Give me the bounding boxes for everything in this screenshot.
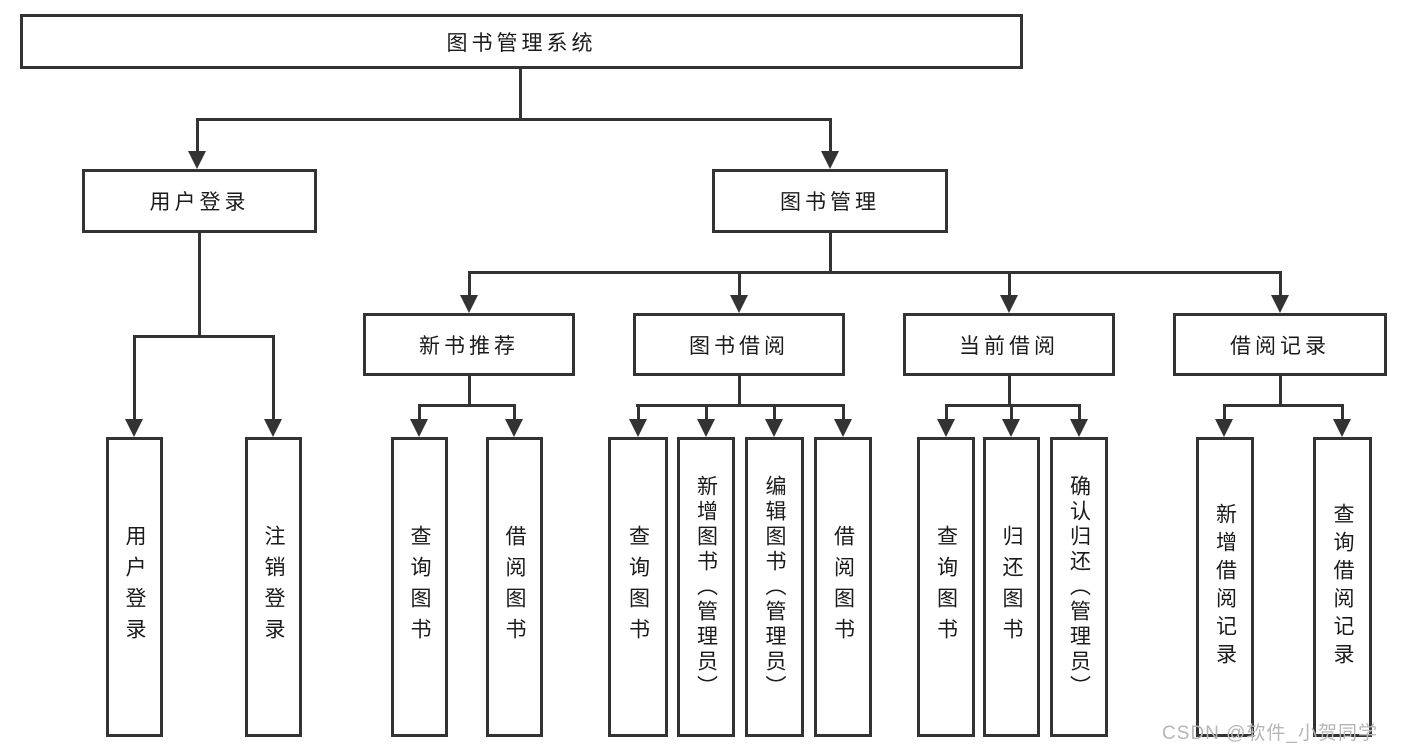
leaf-add-borrow-record: 新增借阅记录 — [1196, 437, 1254, 737]
leaf-user-login: 用户登录 — [106, 437, 163, 737]
arrowhead-book-borrow-icon — [730, 295, 748, 313]
csdn-watermark: CSDN @软件_小贺同学 — [1162, 723, 1378, 744]
node-user-login: 用户登录 — [82, 169, 317, 233]
arrowhead-query-borrow-record-icon — [1333, 419, 1351, 437]
connector-leaf — [705, 404, 708, 422]
arrowhead-borrow-book-recommend-icon — [505, 419, 523, 437]
connector-new-book-recommend-stem — [468, 376, 471, 407]
node-user-login-label: 用户登录 — [149, 191, 250, 214]
leaf-add-book-admin: 新增图书（管理员） — [677, 437, 735, 737]
arrowhead-book-management-icon — [821, 151, 839, 169]
connector-leaf — [513, 404, 516, 422]
leaf-return-book-label: 归还图书 — [1000, 525, 1023, 649]
connector-user-login-rail — [133, 335, 275, 338]
connector-root-stem — [519, 68, 522, 120]
node-new-book-recommend: 新书推荐 — [363, 313, 575, 376]
arrowhead-edit-book-admin-icon — [765, 419, 783, 437]
connector-book-borrow-stem — [738, 376, 741, 407]
connector-to-borrow-records — [1279, 271, 1282, 297]
arrowhead-current-borrow-icon — [1000, 295, 1018, 313]
connector-new-book-recommend-rail — [418, 404, 516, 407]
leaf-query-book-recommend-label: 查询图书 — [408, 525, 431, 649]
leaf-user-login-label: 用户登录 — [123, 525, 146, 649]
connector-to-book-management — [829, 118, 832, 154]
connector-book-management-stem — [829, 233, 832, 274]
node-borrow-records-label: 借阅记录 — [1230, 334, 1330, 358]
leaf-borrow-book-borrow: 借阅图书 — [814, 437, 872, 737]
leaf-query-book-borrow-label: 查询图书 — [626, 525, 650, 649]
connector-to-logout-leaf — [272, 335, 275, 421]
arrowhead-query-book-recommend-icon — [410, 419, 428, 437]
arrowhead-return-book-icon — [1002, 419, 1020, 437]
connector-to-new-book-recommend — [468, 271, 471, 297]
connector-to-user-login — [196, 118, 199, 154]
arrowhead-confirm-return-admin-icon — [1070, 419, 1088, 437]
connector-leaf — [1341, 404, 1344, 422]
connector-level2-rail — [196, 118, 831, 121]
connector-to-user-login-leaf — [133, 335, 136, 421]
connector-borrow-records-stem — [1279, 376, 1282, 407]
arrowhead-add-borrow-record-icon — [1215, 419, 1233, 437]
leaf-borrow-book-recommend-label: 借阅图书 — [503, 525, 526, 649]
leaf-query-book-current-label: 查询图书 — [934, 525, 958, 649]
connector-user-login-stem — [198, 233, 201, 337]
connector-leaf — [945, 404, 948, 422]
leaf-query-borrow-record-label: 查询借阅记录 — [1331, 503, 1354, 671]
node-book-borrow: 图书借阅 — [633, 313, 845, 376]
arrowhead-logout-leaf-icon — [264, 419, 282, 437]
leaf-query-borrow-record: 查询借阅记录 — [1313, 437, 1372, 737]
leaf-confirm-return-admin-label: 确认归还（管理员） — [1067, 474, 1091, 700]
node-book-borrow-label: 图书借阅 — [689, 334, 789, 358]
connector-leaf — [1010, 404, 1013, 422]
leaf-logout-label: 注销登录 — [262, 525, 285, 649]
arrowhead-new-book-recommend-icon — [460, 295, 478, 313]
leaf-confirm-return-admin: 确认归还（管理员） — [1050, 437, 1108, 737]
leaf-query-book-borrow: 查询图书 — [608, 437, 668, 737]
node-new-book-recommend-label: 新书推荐 — [419, 334, 519, 358]
connector-leaf — [637, 404, 640, 422]
connector-leaf — [842, 404, 845, 422]
node-root: 图书管理系统 — [20, 14, 1023, 69]
arrowhead-add-book-admin-icon — [697, 419, 715, 437]
arrowhead-user-login-icon — [188, 151, 206, 169]
node-book-management: 图书管理 — [712, 169, 948, 233]
leaf-edit-book-admin-label: 编辑图书（管理员） — [763, 474, 786, 700]
node-borrow-records: 借阅记录 — [1173, 313, 1387, 376]
node-root-label: 图书管理系统 — [446, 31, 597, 55]
connector-current-borrow-stem — [1008, 376, 1011, 407]
node-current-borrow-label: 当前借阅 — [959, 334, 1059, 358]
leaf-borrow-book-borrow-label: 借阅图书 — [831, 525, 855, 649]
leaf-add-borrow-record-label: 新增借阅记录 — [1213, 503, 1237, 671]
connector-to-current-borrow — [1008, 271, 1011, 297]
connector-leaf — [1223, 404, 1226, 422]
connector-to-book-borrow — [738, 271, 741, 297]
connector-borrow-records-rail — [1223, 404, 1343, 407]
node-book-management-label: 图书管理 — [780, 191, 880, 214]
arrowhead-borrow-book-borrow-icon — [834, 419, 852, 437]
leaf-borrow-book-recommend: 借阅图书 — [486, 437, 543, 737]
leaf-return-book: 归还图书 — [983, 437, 1040, 737]
arrowhead-user-login-leaf-icon — [125, 419, 143, 437]
arrowhead-query-book-current-icon — [937, 419, 955, 437]
leaf-edit-book-admin: 编辑图书（管理员） — [745, 437, 804, 737]
leaf-query-book-current: 查询图书 — [917, 437, 975, 737]
arrowhead-query-book-borrow-icon — [629, 419, 647, 437]
node-current-borrow: 当前借阅 — [903, 313, 1115, 376]
connector-leaf — [1078, 404, 1081, 422]
connector-leaf — [773, 404, 776, 422]
connector-book-borrow-rail — [636, 404, 844, 407]
arrowhead-borrow-records-icon — [1271, 295, 1289, 313]
leaf-logout: 注销登录 — [245, 437, 302, 737]
leaf-query-book-recommend: 查询图书 — [391, 437, 448, 737]
connector-leaf — [418, 404, 421, 422]
leaf-add-book-admin-label: 新增图书（管理员） — [694, 474, 718, 700]
connector-level3-rail — [468, 271, 1282, 274]
